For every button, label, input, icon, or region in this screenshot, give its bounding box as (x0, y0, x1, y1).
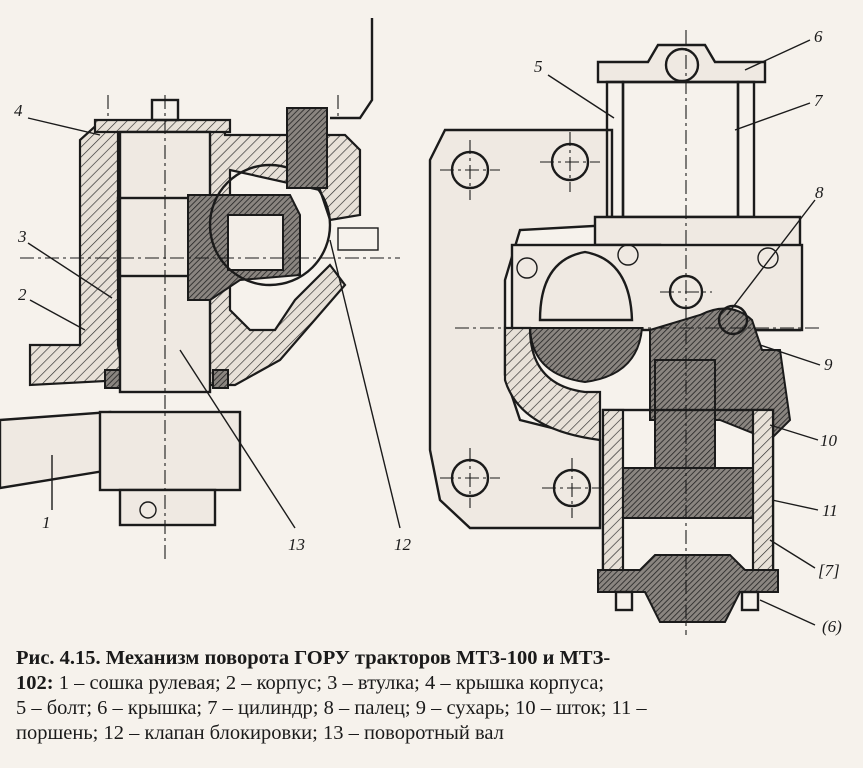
label-7: 7 (814, 91, 824, 110)
caption-legend-3: поршень; 12 – клапан блокировки; 13 – по… (16, 722, 504, 744)
housing-arc (503, 326, 602, 442)
label-11: 11 (822, 501, 838, 520)
cylinder (621, 80, 740, 219)
lower-nut (118, 488, 217, 527)
lower-nut-pin (139, 501, 157, 519)
lower-hub (98, 410, 242, 492)
label-7b: [7] (818, 561, 840, 580)
label-6: 6 (814, 27, 823, 46)
label-4: 4 (14, 101, 23, 120)
label-1: 1 (42, 513, 51, 532)
piston-cavity (208, 163, 332, 287)
cylinder-wall-left (601, 408, 625, 587)
bushing-right (212, 369, 229, 389)
small-hole-1 (516, 257, 538, 279)
label-8: 8 (815, 183, 824, 202)
bushing-left (104, 369, 121, 389)
sector-window (227, 214, 284, 271)
valve-pipe (330, 18, 374, 120)
right-view (428, 30, 820, 635)
valve-plug (337, 227, 379, 251)
housing-cover (93, 118, 232, 134)
caption-legend-1: 1 – сошка рулевая; 2 – корпус; 3 – втулк… (53, 672, 605, 694)
label-10: 10 (820, 431, 838, 450)
label-6b: (6) (822, 617, 842, 636)
blocking-valve (286, 107, 328, 189)
caption-legend-2: 5 – болт; 6 – крышка; 7 – цилиндр; 8 – п… (16, 697, 647, 719)
upper-cover (596, 43, 767, 84)
piston (622, 467, 754, 519)
lower-bolt-left (614, 590, 634, 612)
label-13: 13 (288, 535, 305, 554)
eccentric-section (528, 327, 644, 384)
lower-bolt-right (740, 590, 760, 612)
caption-title: Рис. 4.15. Механизм поворота ГОРУ тракто… (16, 647, 611, 669)
label-12: 12 (394, 535, 412, 554)
mechanism-drawing: 4 3 2 1 13 12 5 6 7 8 9 10 11 [7] (6) (0, 18, 842, 636)
callout-labels: 4 3 2 1 13 12 5 6 7 8 9 10 11 [7] (6) (14, 27, 842, 636)
figure-caption: Рис. 4.15. Механизм поворота ГОРУ тракто… (16, 646, 854, 746)
slider-pin (717, 304, 749, 336)
small-hole-3 (757, 247, 779, 269)
cylinder-wall-right (751, 408, 775, 587)
label-5: 5 (534, 57, 543, 76)
label-2: 2 (18, 285, 27, 304)
small-hole-2 (617, 244, 639, 266)
label-9: 9 (824, 355, 833, 374)
eccentric-cam (538, 250, 634, 322)
left-section-view (0, 18, 400, 560)
bolt-right (736, 80, 756, 219)
steering-arm (0, 410, 112, 490)
leader-lines (27, 39, 821, 626)
housing-base (510, 243, 804, 332)
caption-title-end: 102: (16, 672, 54, 694)
lower-cover (597, 554, 779, 623)
label-3: 3 (17, 227, 27, 246)
